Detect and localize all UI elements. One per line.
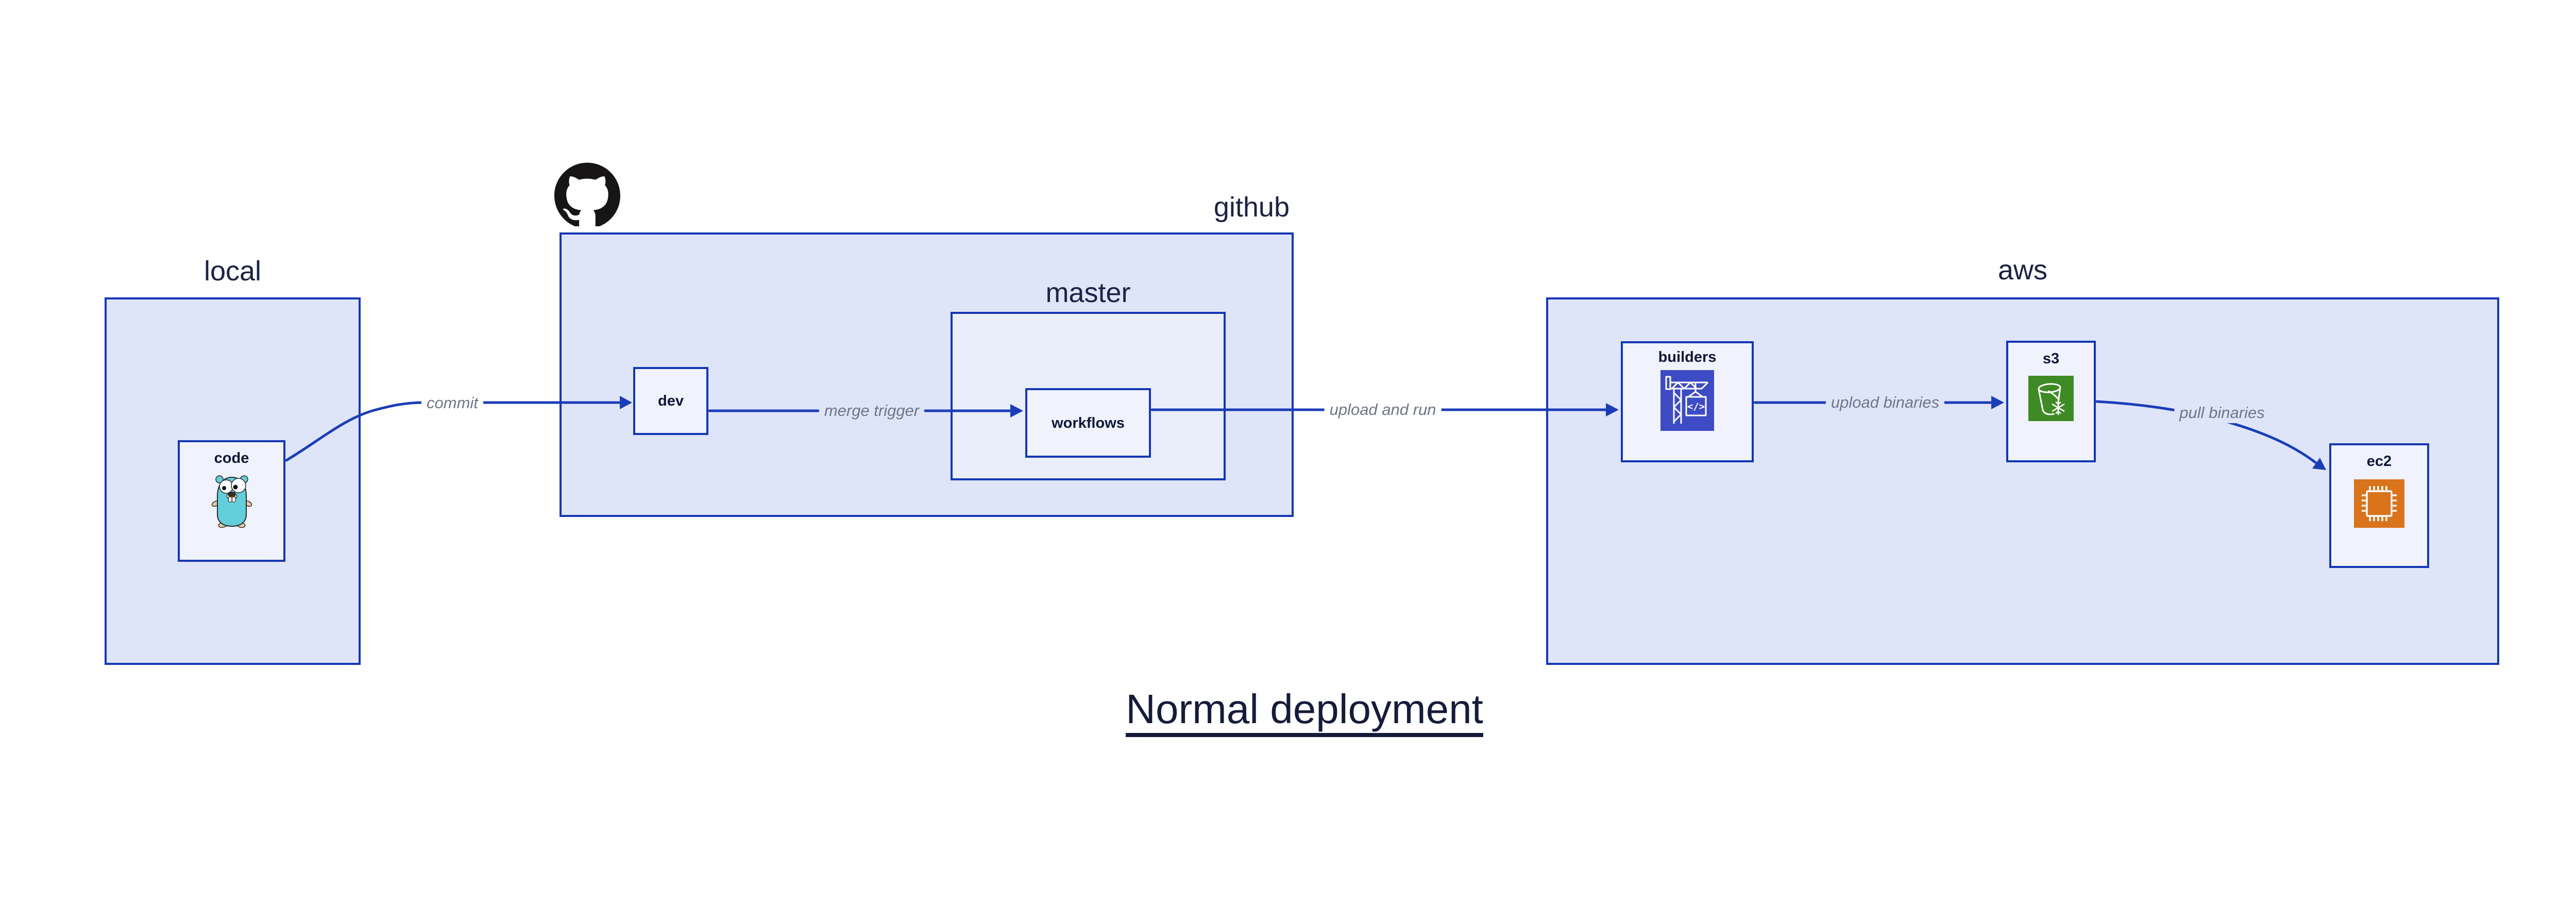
aws-s3-bucket-snowflake-icon xyxy=(2028,376,2074,421)
group-label-local: local xyxy=(204,256,262,287)
group-label-master: master xyxy=(1045,277,1131,308)
github-octocat-icon xyxy=(554,162,620,229)
node-label-ec2: ec2 xyxy=(2366,453,2392,470)
go-gopher-icon xyxy=(211,475,252,528)
node-workflows: workflows xyxy=(1025,388,1151,458)
group-label-github: github xyxy=(1213,192,1290,223)
edge-label-merge-trigger: merge trigger xyxy=(819,400,925,421)
node-ec2: ec2 xyxy=(2329,443,2429,568)
node-label-workflows: workflows xyxy=(1052,414,1125,431)
svg-text:</>: </> xyxy=(1687,401,1705,412)
node-label-s3: s3 xyxy=(2042,350,2060,367)
diagram-title: Normal deployment xyxy=(918,686,1691,737)
edge-label-commit: commit xyxy=(421,393,483,413)
group-label-aws: aws xyxy=(1997,255,2048,286)
node-dev: dev xyxy=(633,367,708,435)
aws-ec2-chip-icon xyxy=(2354,479,2404,528)
edge-label-upload-binaries: upload binaries xyxy=(1825,392,1945,413)
edge-label-upload-and-run: upload and run xyxy=(1324,399,1442,420)
node-s3: s3 xyxy=(2006,341,2096,462)
node-code: code xyxy=(178,440,285,562)
aws-codebuild-crane-icon: </> xyxy=(1660,370,1714,431)
node-label-builders: builders xyxy=(1658,349,1717,365)
node-label-dev: dev xyxy=(658,393,684,409)
node-builders: builders </> xyxy=(1621,341,1754,462)
edge-label-pull-binaries: pull binaries xyxy=(2174,403,2270,423)
node-label-code: code xyxy=(214,450,249,466)
